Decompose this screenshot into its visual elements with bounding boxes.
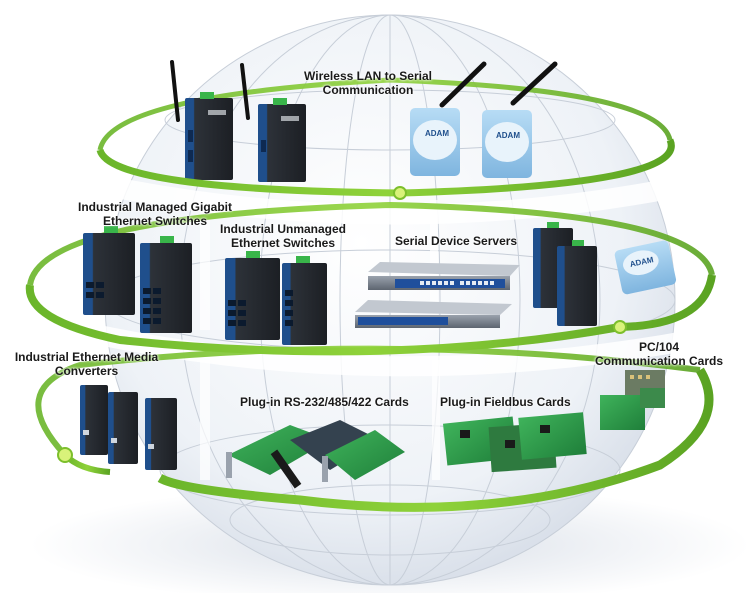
label-line: Converters xyxy=(54,364,119,378)
label-line: Industrial Managed Gigabit xyxy=(77,200,232,214)
label-pc104-cards: PC/104 Communication Cards xyxy=(594,340,724,368)
label-serial-device-servers: Serial Device Servers xyxy=(395,234,518,248)
label-line: Ethernet Switches xyxy=(102,214,208,228)
label-line: Industrial Unmanaged xyxy=(219,222,347,236)
label-wireless-lan-serial: Wireless LAN to Serial Communication xyxy=(302,69,434,97)
middle-ring xyxy=(27,201,715,286)
wireless-serial-device-left xyxy=(170,60,306,182)
label-line: Communication xyxy=(322,83,414,97)
managed-switch-group xyxy=(83,226,192,333)
svg-text:ADAM: ADAM xyxy=(425,129,449,138)
label-media-converters: Industrial Ethernet Media Converters xyxy=(14,350,159,378)
serial-device-server-group xyxy=(355,262,520,328)
label-line: Communication Cards xyxy=(594,354,723,368)
label-unmanaged-switches: Industrial Unmanaged Ethernet Switches xyxy=(218,222,348,250)
label-fieldbus-cards: Plug-in Fieldbus Cards xyxy=(440,395,571,409)
label-line: Serial Device Servers xyxy=(395,234,518,248)
adam-serial-module: ADAM xyxy=(614,240,677,295)
label-line: PC/104 xyxy=(638,340,680,354)
label-line: Ethernet Switches xyxy=(230,236,336,250)
adam-wireless-module-2: ADAM xyxy=(482,61,558,178)
fieldbus-card-group xyxy=(442,412,587,473)
label-line: Industrial Ethernet Media xyxy=(14,350,159,364)
bottom-ring-front xyxy=(157,367,714,512)
top-ring xyxy=(97,77,673,151)
svg-text:ADAM: ADAM xyxy=(496,131,520,140)
media-converter-group xyxy=(80,385,177,470)
serial-server-boxes xyxy=(533,222,597,326)
label-line: Plug-in RS-232/485/422 Cards xyxy=(240,395,409,409)
pc104-card-group xyxy=(600,370,665,430)
label-line: Wireless LAN to Serial xyxy=(304,69,432,83)
ring-node-3 xyxy=(57,447,73,463)
ring-node-1 xyxy=(393,186,407,200)
adam-wireless-module-1: ADAM xyxy=(410,61,487,176)
unmanaged-switch-group xyxy=(225,251,327,345)
ring-node-2 xyxy=(613,320,627,334)
label-managed-gigabit-switches: Industrial Managed Gigabit Ethernet Swit… xyxy=(70,200,240,228)
shelf-band-2 xyxy=(98,325,692,377)
label-line: Plug-in Fieldbus Cards xyxy=(440,395,571,409)
bottom-ring xyxy=(35,345,701,458)
serial-card-group xyxy=(226,420,405,489)
label-rs232-cards: Plug-in RS-232/485/422 Cards xyxy=(240,395,409,409)
